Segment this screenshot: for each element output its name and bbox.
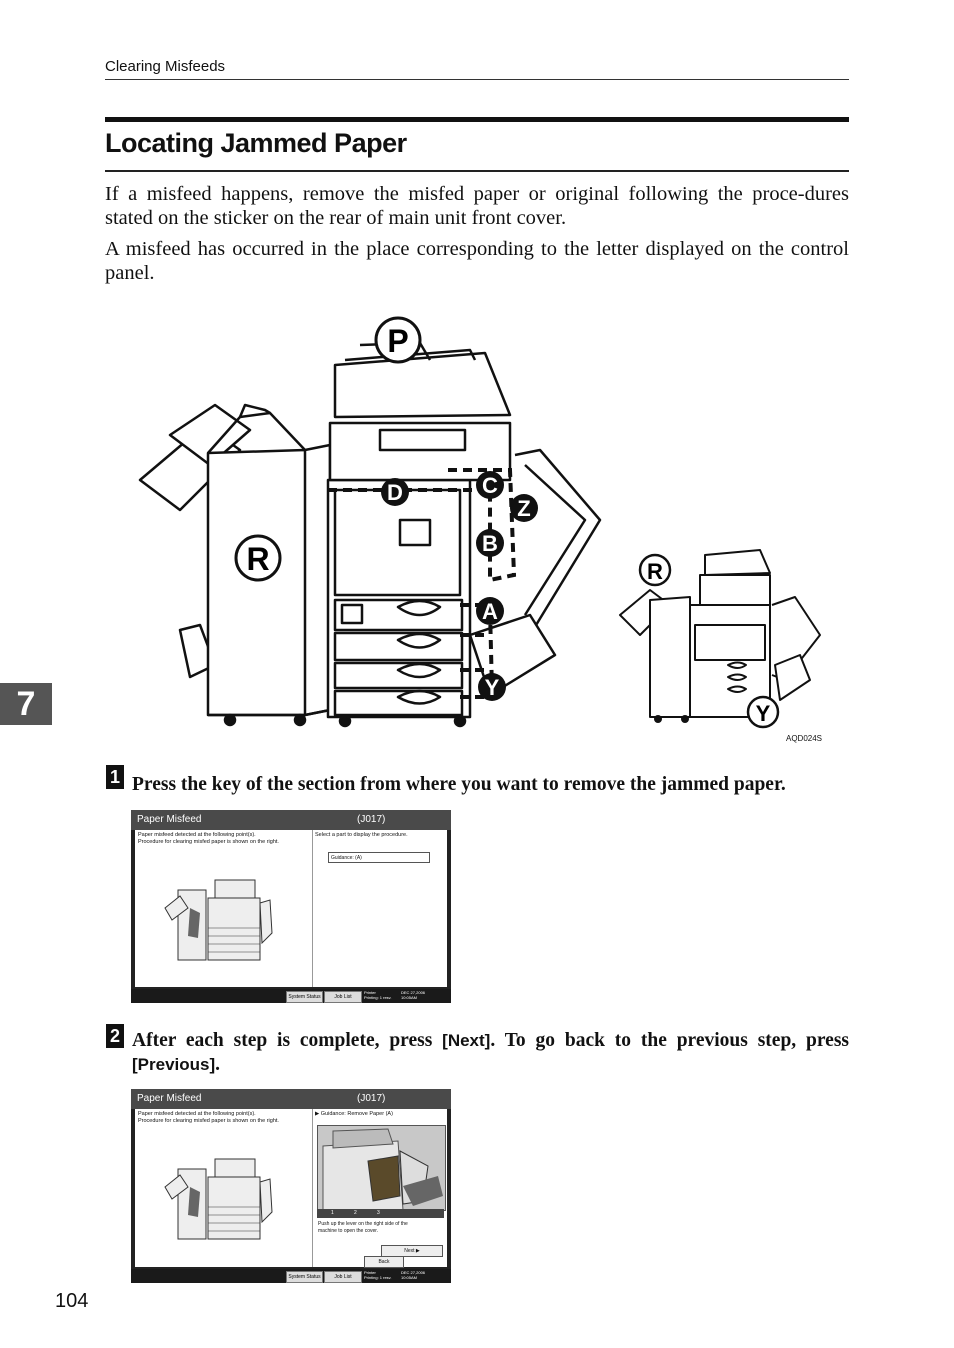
header-rule	[105, 79, 849, 80]
screen-1-instruction: Select a part to display the procedure.	[315, 832, 408, 838]
label-p: P	[387, 323, 408, 359]
control-panel-screen-2: Paper Misfeed (J017) Paper misfeed detec…	[131, 1089, 451, 1283]
screen-1-code: (J017)	[357, 814, 386, 825]
screen-1-message-line-2: Procedure for clearing misfed paper is s…	[138, 839, 279, 845]
screen-1-info-a2: Printing: 1 resv.	[364, 995, 392, 1000]
guidance-a-key[interactable]: Guidance: (A)	[328, 852, 430, 863]
screen-2-photo-graphic	[318, 1126, 445, 1210]
screen-2-date-time: DEC 27,2006 10:05AM	[401, 1270, 425, 1280]
screen-1-date-time: DEC 27,2006 10:05AM	[401, 990, 425, 1000]
step-2-text: After each step is complete, press [Next…	[132, 1029, 849, 1077]
screen-1-info-a1: Printer	[364, 990, 376, 995]
screen-1-info-b1: DEC 27,2006	[401, 990, 426, 995]
screen-2-body: Paper misfeed detected at the following …	[135, 1109, 447, 1268]
screen-2-divider	[312, 1109, 313, 1267]
label-r-small: R	[647, 559, 663, 584]
screen-2-guidance-photo	[317, 1125, 446, 1211]
label-d: D	[387, 480, 403, 505]
system-status-button[interactable]: System Status	[286, 991, 323, 1003]
label-a: A	[482, 599, 498, 624]
job-list-button[interactable]: Job List	[324, 991, 362, 1003]
screen-2-info-b2: 10:05AM	[401, 1275, 418, 1280]
screen-2-instruction: Push up the lever on the right side of t…	[318, 1221, 408, 1235]
step-1-number: 1	[106, 765, 124, 789]
next-button[interactable]: Next ▶	[381, 1245, 443, 1257]
step-2-text-c: .	[215, 1054, 221, 1075]
system-status-button[interactable]: System Status	[286, 1271, 323, 1283]
screen-2-instruction-line-1: Push up the lever on the right side of t…	[318, 1221, 408, 1227]
copier-jam-locations-figure: P R D C Z B A Y R Y	[138, 316, 821, 729]
job-list-button[interactable]: Job List	[324, 1271, 362, 1283]
screen-1-divider	[312, 830, 313, 987]
label-b: B	[482, 531, 498, 556]
screen-1-copier-diagram	[164, 879, 273, 961]
step-2-number: 2	[106, 1024, 124, 1048]
step-indicator-3: 3	[377, 1210, 380, 1216]
misfeed-paragraph: A misfeed has occurred in the place corr…	[105, 238, 849, 284]
screen-2-instruction-line-2: machine to open the cover.	[318, 1228, 379, 1234]
label-c: C	[482, 473, 498, 498]
step-2-text-b: . To go back to the previous step, press	[490, 1030, 849, 1051]
figure-code: AQD024S	[786, 734, 823, 743]
next-arrow-icon: ▶	[415, 1248, 420, 1254]
label-r-large: R	[246, 541, 269, 577]
step-indicator-1: 1	[331, 1210, 334, 1216]
next-button-label: Next	[404, 1248, 415, 1254]
label-y-small: Y	[756, 701, 771, 726]
screen-2-info-a2: Printing: 1 resv.	[364, 1275, 392, 1280]
screen-1-title-bar: Paper Misfeed (J017)	[131, 810, 451, 830]
screen-2-message-line-2: Procedure for clearing misfed paper is s…	[138, 1118, 279, 1124]
screen-2-info-b1: DEC 27,2006	[401, 1270, 426, 1275]
screen-2-copier-diagram	[164, 1158, 273, 1240]
page-number: 104	[55, 1290, 89, 1312]
step-indicator-2: 2	[354, 1210, 357, 1216]
screen-1-body: Paper misfeed detected at the following …	[135, 830, 447, 987]
label-z: Z	[517, 496, 530, 521]
screen-1-message: Paper misfeed detected at the following …	[138, 832, 279, 846]
step-2-key-previous: [Previous]	[132, 1055, 216, 1074]
section-rule	[105, 117, 849, 122]
screen-2-message: Paper misfeed detected at the following …	[138, 1111, 279, 1125]
screen-2-title-bar: Paper Misfeed (J017)	[131, 1089, 451, 1109]
intro-paragraph: If a misfeed happens, remove the misfed …	[105, 183, 849, 229]
screen-2-guidance: ▶ Guidance: Remove Paper (A)	[315, 1111, 393, 1117]
chapter-tab: 7	[0, 683, 52, 725]
control-panel-screen-1: Paper Misfeed (J017) Paper misfeed detec…	[131, 810, 451, 1003]
screen-2-printer-status: Printer Printing: 1 resv.	[364, 1270, 392, 1280]
screen-1-status-bar: System Status Job List Printer Printing:…	[131, 989, 451, 1003]
screen-1-title: Paper Misfeed	[137, 814, 202, 825]
screen-2-code: (J017)	[357, 1093, 386, 1104]
screen-2-info-a1: Printer	[364, 1270, 376, 1275]
screen-1-message-line-1: Paper misfeed detected at the following …	[138, 832, 256, 838]
running-head: Clearing Misfeeds	[105, 58, 226, 75]
screen-1-info-b2: 10:05AM	[401, 995, 418, 1000]
back-button[interactable]: Back	[364, 1256, 404, 1268]
screen-2-step-indicator: 1 2 3	[317, 1209, 444, 1218]
title-underline	[105, 170, 849, 172]
screen-2-status-bar: System Status Job List Printer Printing:…	[131, 1269, 451, 1283]
step-1-text: Press the key of the section from where …	[132, 774, 786, 795]
screen-1-printer-status: Printer Printing: 1 resv.	[364, 990, 392, 1000]
step-2-key-next: [Next]	[442, 1031, 491, 1050]
label-y-large: Y	[485, 675, 500, 700]
step-2-text-a: After each step is complete, press	[132, 1030, 443, 1051]
section-title: Locating Jammed Paper	[105, 128, 407, 158]
screen-2-title: Paper Misfeed	[137, 1093, 202, 1104]
screen-2-message-line-1: Paper misfeed detected at the following …	[138, 1111, 256, 1117]
